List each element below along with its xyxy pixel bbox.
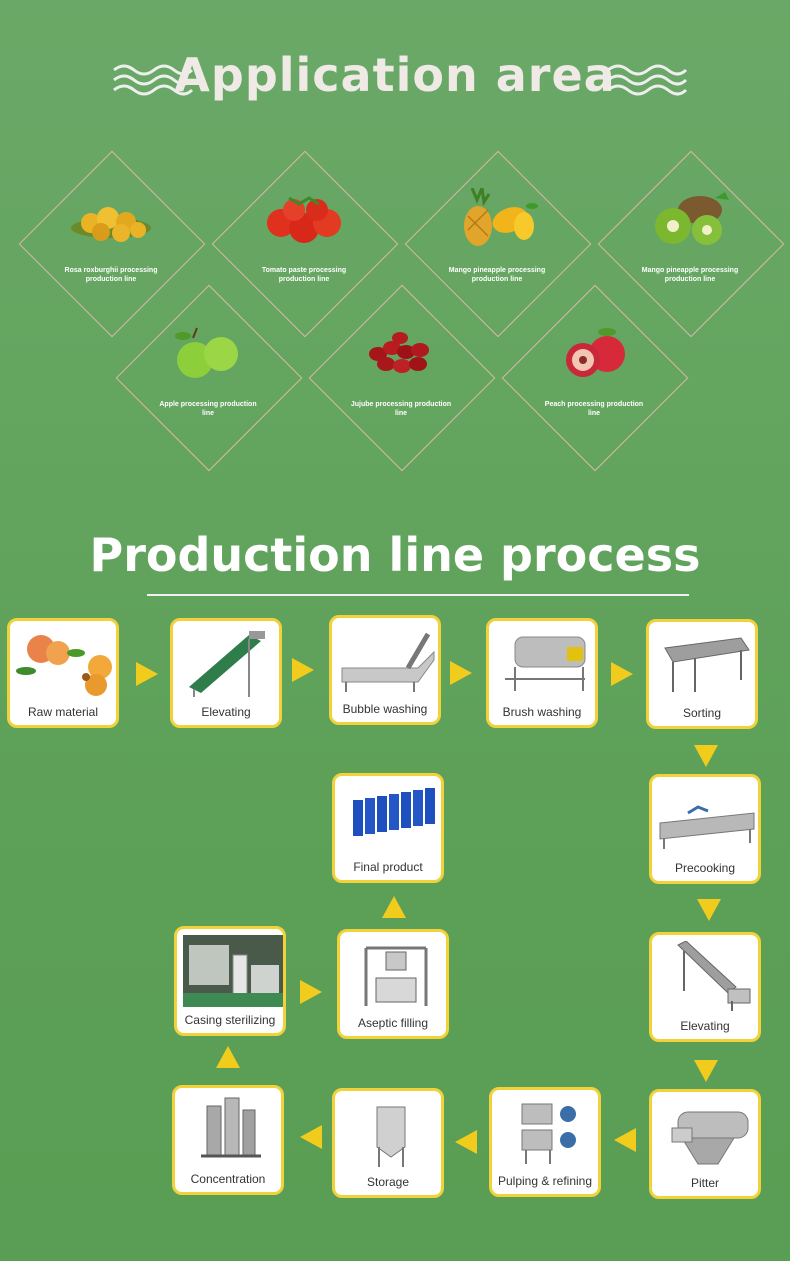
mango-pineapple-icon [464, 188, 538, 246]
arrow-left-icon [300, 1125, 322, 1149]
process-step-final-product: Final product [332, 773, 444, 883]
application-area-title: Application area [174, 48, 616, 102]
bubble-washer-icon [341, 632, 435, 692]
process-step-casing-sterilizing: Casing sterilizing [174, 926, 286, 1036]
step-label: Sorting [682, 706, 722, 720]
application-label: Tomato paste processing production line [261, 267, 347, 283]
step-label: Elevating [201, 705, 251, 719]
arrow-down-icon [694, 1060, 718, 1082]
process-step-elevating: Elevating [170, 618, 282, 728]
apple-icon [175, 327, 238, 378]
application-item: Apple processing production line [113, 282, 303, 472]
process-step-brush-washing: Brush washing [486, 618, 598, 728]
step-label: Concentration [190, 1172, 266, 1186]
process-step-precooking: Precooking [649, 774, 761, 884]
application-label: Peach processing production line [544, 401, 644, 417]
application-label: Apple processing production line [159, 401, 257, 417]
arrow-up-icon [382, 896, 406, 918]
brush-washer-icon [505, 636, 586, 691]
step-label: Final product [353, 860, 423, 874]
arrow-right-icon [136, 662, 158, 686]
storage-tank-icon [376, 1106, 406, 1167]
wave-decoration-icon [113, 64, 194, 96]
arrow-right-icon [611, 662, 633, 686]
application-label: Rosa roxburghii processing production li… [64, 267, 158, 283]
peach-icon [566, 328, 625, 377]
step-label: Storage [366, 1175, 410, 1189]
rosa-roxburghii-fruit-icon [71, 207, 151, 242]
step-label: Bubble washing [342, 702, 428, 716]
precooker-icon [659, 805, 755, 849]
pulper-refiner-icon [521, 1103, 576, 1164]
process-step-elevating-2: Elevating [649, 932, 761, 1042]
step-label: Brush washing [502, 705, 582, 719]
pitter-machine-icon [671, 1111, 749, 1165]
elevator-conveyor-icon [677, 941, 751, 1011]
arrow-up-icon [216, 1046, 240, 1068]
step-label: Pitter [690, 1176, 719, 1190]
peach-apricot-icon [16, 635, 112, 696]
application-item: Jujube processing production line [306, 282, 496, 472]
arrow-right-icon [450, 661, 472, 685]
application-item: Tomato paste processing production line [209, 148, 399, 338]
process-step-raw-material: Raw material [7, 618, 119, 728]
application-label: Jujube processing production line [350, 401, 452, 417]
sterilizer-icon [183, 935, 283, 1007]
arrow-down-icon [697, 899, 721, 921]
jujube-icon [369, 332, 429, 373]
step-label: Raw material [27, 705, 99, 719]
aseptic-filler-icon [364, 946, 428, 1006]
step-label: Aseptic filling [357, 1016, 429, 1030]
step-label: Pulping & refining [497, 1174, 593, 1188]
elevator-conveyor-icon [189, 631, 265, 697]
application-item: Mango pineapple processing production li… [595, 148, 785, 338]
production-process-title: Production line process [89, 528, 701, 582]
process-step-sorting: Sorting [646, 619, 758, 729]
application-label: Mango pineapple processing production li… [641, 267, 739, 283]
evaporator-icon [201, 1097, 261, 1158]
process-step-pitter: Pitter [649, 1089, 761, 1199]
wave-decoration-icon [607, 64, 688, 96]
application-item: Mango pineapple processing production li… [402, 148, 592, 338]
process-step-bubble-washing: Bubble washing [329, 615, 441, 725]
arrow-left-icon [455, 1130, 477, 1154]
kiwi-fruit-icon [655, 192, 729, 245]
step-label: Precooking [674, 861, 736, 875]
process-step-concentration: Concentration [172, 1085, 284, 1195]
application-item: Rosa roxburghii processing production li… [16, 148, 206, 338]
process-step-pulping-refining: Pulping & refining [489, 1087, 601, 1197]
title-underline [147, 594, 689, 596]
application-label: Mango pineapple processing production li… [448, 267, 546, 283]
sorting-table-icon [664, 637, 750, 692]
step-label: Elevating [680, 1019, 730, 1033]
arrow-right-icon [300, 980, 322, 1004]
arrow-left-icon [614, 1128, 636, 1152]
process-step-storage: Storage [332, 1088, 444, 1198]
blue-drums-icon [353, 788, 435, 836]
application-item: Peach processing production line [499, 282, 689, 472]
arrow-down-icon [694, 745, 718, 767]
process-step-aseptic-filling: Aseptic filling [337, 929, 449, 1039]
arrow-right-icon [292, 658, 314, 682]
tomato-icon [267, 196, 341, 243]
step-label: Casing sterilizing [184, 1013, 276, 1027]
